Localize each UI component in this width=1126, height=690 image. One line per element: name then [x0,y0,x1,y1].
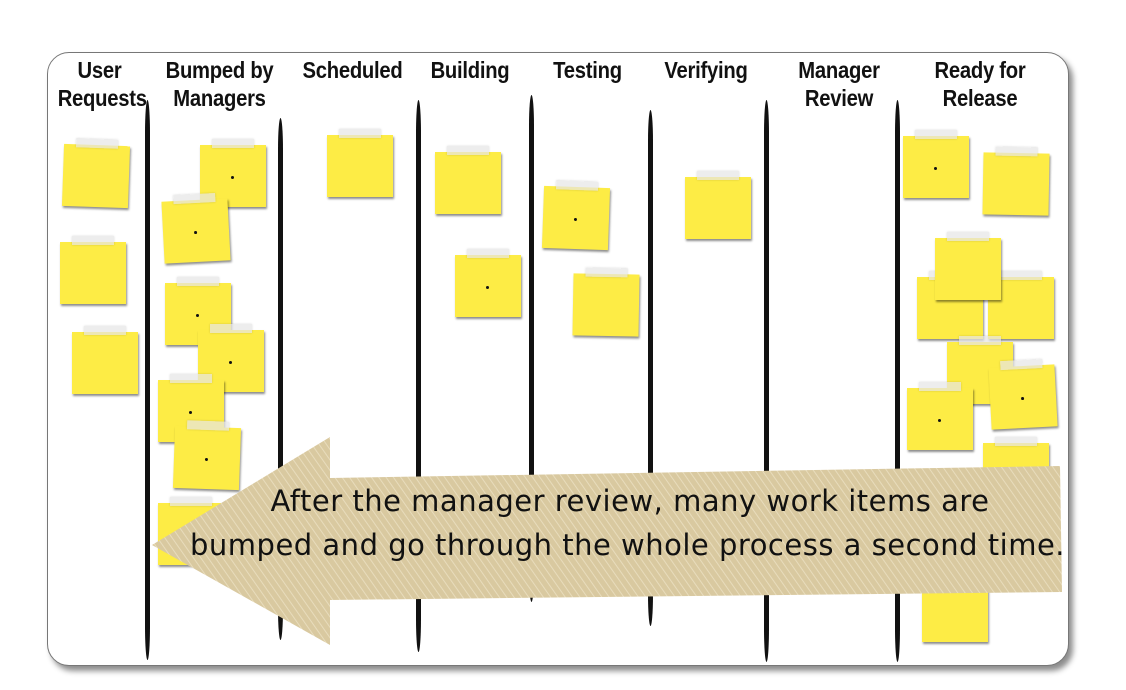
note-dot [196,314,199,317]
note-dot [934,167,937,170]
sticky-note [72,326,138,394]
column-header-testing: Testing [553,57,622,83]
column-divider [145,100,150,660]
sticky-note [907,382,973,450]
sticky-note [455,249,521,317]
sticky-note [685,171,751,239]
sticky-note [327,129,393,197]
arrow-shape [152,437,1062,645]
callout-text-line-2: bumped and go through the whole process … [190,528,1066,562]
note-dot [229,361,232,364]
column-divider [416,100,421,652]
column-divider [764,100,769,662]
column-header-scheduled: Scheduled [302,57,403,83]
column-divider [278,118,283,640]
sticky-note [200,139,266,207]
column-header-verifying: Verifying [664,57,748,83]
column-divider [895,100,900,662]
sticky-note [903,130,969,198]
note-dot [486,286,489,289]
sticky-note [60,236,126,304]
column-divider [648,110,653,626]
note-dot [938,419,941,422]
note-dot [189,411,192,414]
sticky-note [935,232,1001,300]
column-divider [529,95,534,602]
column-header-building: Building [430,57,510,83]
note-dot [231,176,234,179]
callout-text-line-1: After the manager review, many work item… [270,484,990,518]
sticky-note [435,146,501,214]
